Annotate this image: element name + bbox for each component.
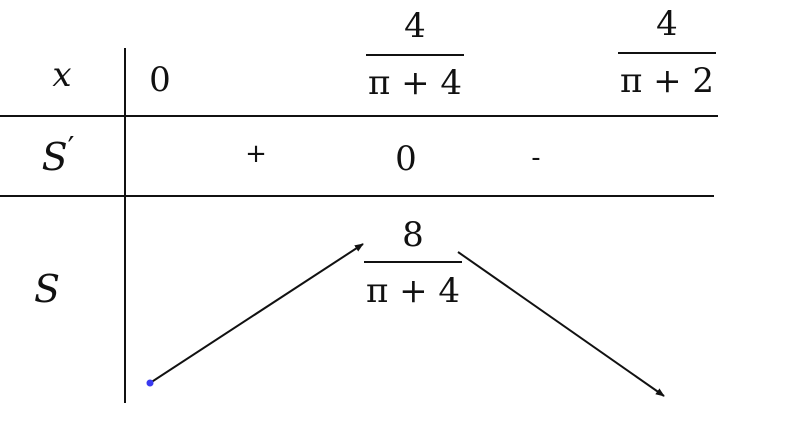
x-critical-numerator: 4 bbox=[404, 6, 426, 46]
derivative-var: S bbox=[42, 135, 68, 179]
function-max-denominator: π + 4 bbox=[366, 271, 460, 311]
x-end-numerator: 4 bbox=[656, 4, 678, 44]
derivative-prime: ′ bbox=[68, 131, 75, 166]
x-value-end: 4 π + 2 bbox=[618, 4, 716, 101]
derivative-sign-negative: - bbox=[531, 143, 540, 173]
function-max-numerator: 8 bbox=[402, 215, 424, 255]
increasing-arrow bbox=[149, 243, 364, 384]
derivative-zero: 0 bbox=[395, 139, 417, 179]
function-max-value: 8 π + 4 bbox=[364, 215, 462, 311]
row-label-function: S bbox=[34, 267, 60, 311]
x-value-start: 0 bbox=[149, 60, 171, 100]
start-point-dot bbox=[146, 379, 154, 387]
row-label-x: x bbox=[52, 55, 71, 95]
x-end-denominator: π + 2 bbox=[620, 61, 714, 101]
x-value-critical: 4 π + 4 bbox=[366, 6, 464, 103]
derivative-sign-positive: + bbox=[245, 139, 267, 169]
row-label-derivative: S′ bbox=[42, 131, 75, 179]
x-critical-denominator: π + 4 bbox=[368, 63, 462, 103]
decreasing-arrow bbox=[457, 251, 665, 397]
